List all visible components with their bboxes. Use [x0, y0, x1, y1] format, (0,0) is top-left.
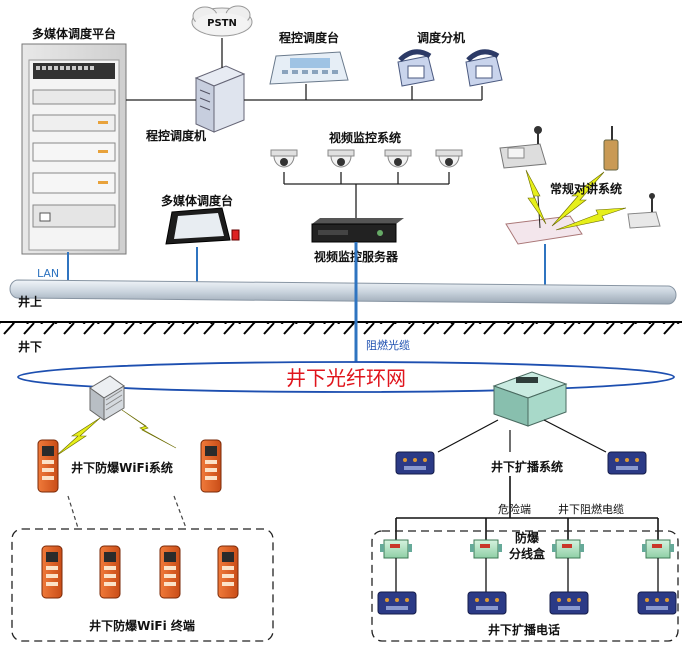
- danger-end-label: 危险端: [498, 502, 531, 516]
- pstn-cloud-icon: [191, 5, 253, 37]
- camera-connection-lines: [283, 172, 450, 218]
- camera-icon: [327, 149, 355, 168]
- wifi-terminals-box: [11, 528, 274, 642]
- below-ground-label: 井下: [18, 339, 42, 354]
- wifi-access-point-icon: [89, 375, 125, 421]
- wifi-handset-icon: [200, 439, 222, 493]
- junction-box-icon: [642, 539, 674, 559]
- junction-box-icon: [470, 539, 502, 559]
- broadcast-links: [437, 419, 607, 453]
- program-switch-label: 程控调度机: [146, 128, 206, 143]
- pstn-label: PSTN: [207, 18, 237, 29]
- wifi-system-label: 井下防爆WiFi系统: [71, 460, 173, 475]
- broadcast-system-label: 井下扩播系统: [491, 459, 563, 474]
- lan-pipe: [9, 279, 677, 305]
- fire-cable-label: 阻燃光缆: [366, 338, 410, 352]
- broadcast-phone-icon: [549, 591, 589, 615]
- flame-cable-label: 井下阻燃电缆: [558, 502, 624, 516]
- program-console-icon: [269, 51, 349, 85]
- wifi-terminal-icon: [159, 545, 181, 599]
- desk-phone-icon: [499, 126, 547, 169]
- dispatch-phone-icon: [397, 49, 435, 87]
- camera-icon: [384, 149, 412, 168]
- fiber-ring: [17, 361, 675, 393]
- flame-cable-bus: [395, 476, 659, 542]
- fiber-ring-label: 井下光纤环网: [286, 366, 406, 390]
- broadcast-speaker-icon: [607, 451, 647, 475]
- video-server-icon: [311, 218, 404, 243]
- multimedia-console-label: 多媒体调度台: [161, 193, 233, 208]
- video-system-label: 视频监控系统: [329, 130, 401, 145]
- broadcast-phone-icon: [377, 591, 417, 615]
- wifi-lightning-icon: [55, 409, 177, 457]
- wifi-handset-icon: [37, 439, 59, 493]
- junction-label-line1: 防爆: [515, 530, 540, 545]
- broadcast-phone-icon: [637, 591, 677, 615]
- multimedia-platform-rack: [21, 43, 127, 255]
- junction-box-icon: [380, 539, 412, 559]
- broadcast-phone-icon: [467, 591, 507, 615]
- intercom-label: 常规对讲系统: [550, 181, 622, 196]
- wifi-dashed-links: [67, 495, 187, 529]
- wifi-terminal-icon: [99, 545, 121, 599]
- camera-icon: [435, 149, 463, 168]
- junction-box-icon: [552, 539, 584, 559]
- camera-icon: [270, 149, 298, 168]
- broadcast-phones-box: [371, 530, 679, 642]
- top-connection-lines: [126, 38, 483, 101]
- program-console-label: 程控调度台: [279, 30, 339, 45]
- junction-label-line2: 分线盒: [509, 546, 546, 561]
- multimedia-platform-label: 多媒体调度平台: [32, 26, 116, 41]
- wifi-terminals-label: 井下防爆WiFi 终端: [89, 618, 195, 633]
- junction-phone-links: [395, 558, 659, 592]
- multimedia-console-icon: [165, 207, 240, 245]
- lightning-icon: [525, 169, 627, 231]
- broadcast-host-icon: [492, 371, 568, 427]
- dispatch-phone-icon: [465, 49, 503, 87]
- desk-mic-icon: [627, 193, 661, 229]
- dispatch-phones-label: 调度分机: [417, 30, 465, 45]
- lan-label: LAN: [37, 267, 59, 280]
- above-ground-label: 井上: [18, 294, 42, 309]
- broadcast-phone-label: 井下扩播电话: [488, 622, 560, 637]
- ground-line: [0, 321, 682, 336]
- wifi-terminal-icon: [41, 545, 63, 599]
- wifi-terminal-icon: [217, 545, 239, 599]
- program-switch-icon: [194, 65, 246, 133]
- broadcast-speaker-icon: [395, 451, 435, 475]
- walkie-talkie-icon: [603, 126, 619, 171]
